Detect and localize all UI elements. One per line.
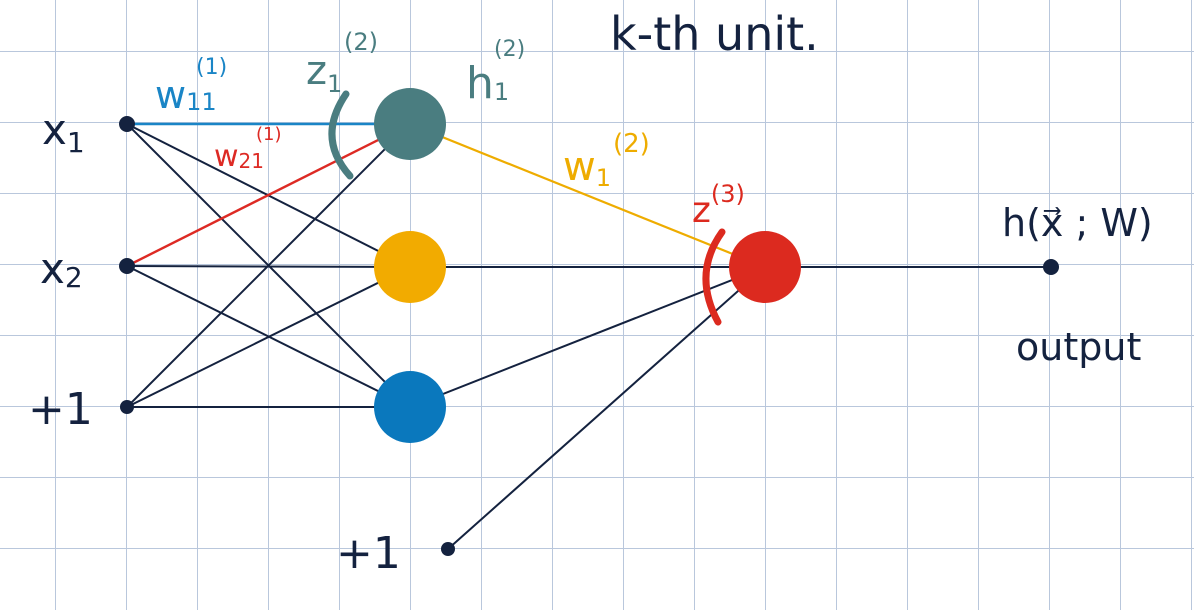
- hidden-node-2: [374, 231, 446, 303]
- output-dot: [1043, 259, 1059, 275]
- w11-label: w11(1): [155, 55, 227, 117]
- input-x1-dot: [119, 116, 135, 132]
- edge-bias-h1: [126, 123, 411, 408]
- x1-sub: 1: [67, 126, 85, 159]
- edge-bias-h2: [126, 266, 411, 408]
- x2-base: x: [40, 244, 65, 293]
- hidden-output-connections: [409, 266, 1051, 550]
- hidden-bias-label: +1: [336, 528, 401, 579]
- input-x2-dot: [119, 258, 135, 274]
- z12-bracket: [328, 90, 354, 180]
- z3-bracket: [702, 228, 726, 326]
- input-bias-label: +1: [28, 384, 93, 435]
- input-hidden-connections: [126, 123, 411, 408]
- edge-h1-out: [409, 122, 766, 269]
- output-node: [729, 231, 801, 303]
- x1-base: x: [42, 105, 67, 154]
- input-x1-label: x1: [42, 105, 85, 159]
- edge-x2-h1: [126, 122, 411, 268]
- hidden-node-3: [374, 371, 446, 443]
- edge-h3-out: [409, 266, 766, 408]
- output-label: output: [1016, 325, 1141, 369]
- w1-label: w1(2): [563, 129, 650, 192]
- z3-label: z(3): [692, 180, 745, 231]
- x2-sub: 2: [65, 261, 83, 294]
- title: k-th unit.: [610, 7, 819, 61]
- w21-label: w21(1): [214, 124, 282, 174]
- input-bias-dot: [120, 400, 134, 414]
- output-formula: h(x⃗ ; W): [1002, 201, 1153, 245]
- edge-bias2-out: [447, 266, 766, 550]
- z12-label: z1(2): [306, 28, 378, 98]
- hidden-bias-dot: [441, 542, 455, 556]
- hidden-node-1: [374, 88, 446, 160]
- input-x2-label: x2: [40, 244, 83, 294]
- h12-label: h1(2): [466, 37, 525, 109]
